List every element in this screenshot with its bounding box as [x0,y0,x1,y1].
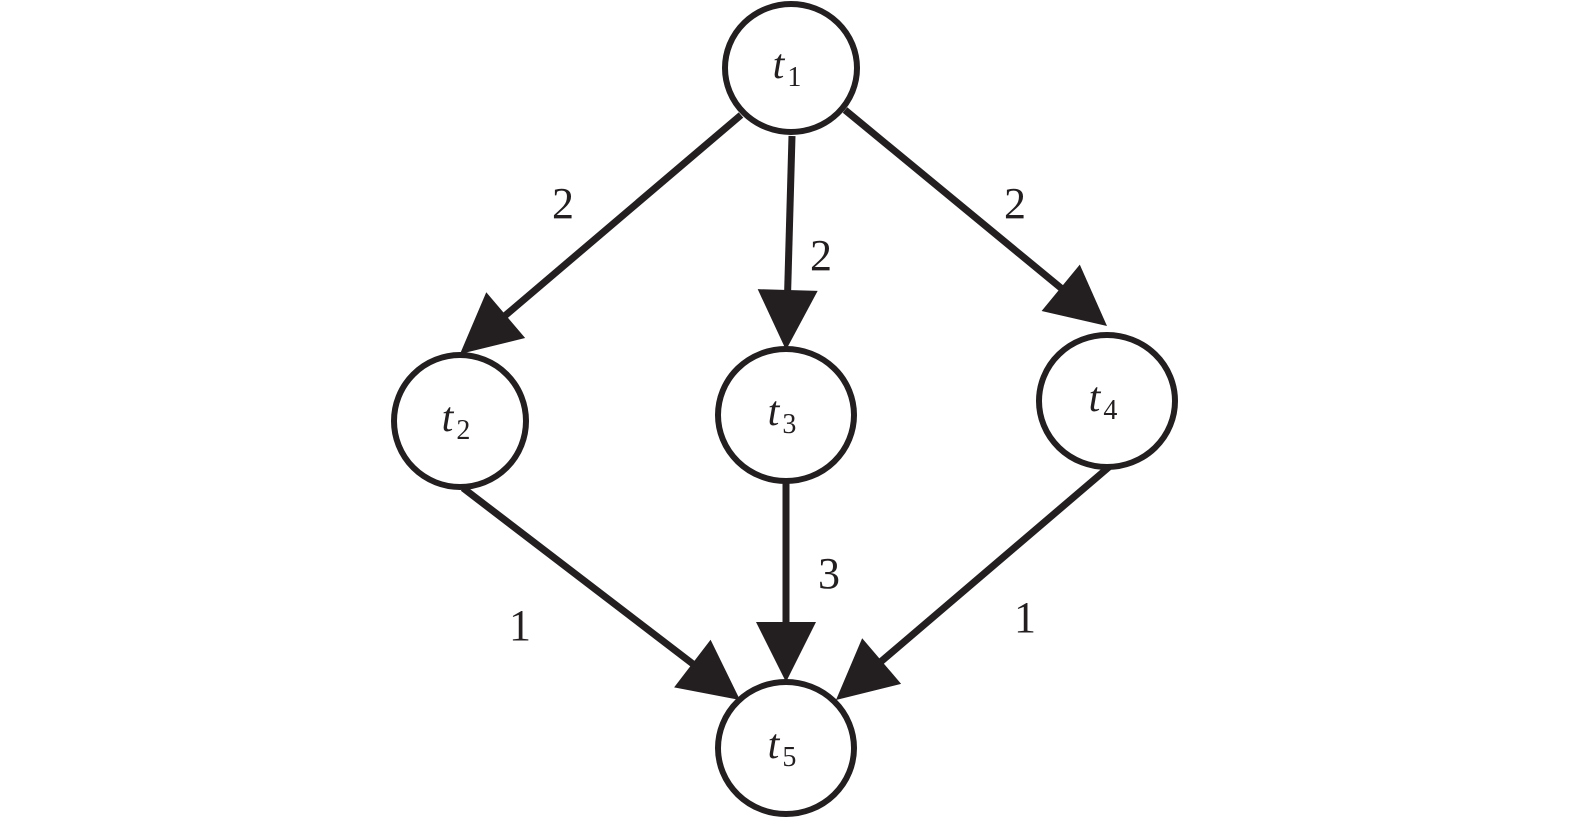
edge-line-t1-t3 [784,135,796,293]
edge-t3-t5 [756,482,816,682]
edge-weight-t1-t2: 2 [552,179,574,228]
edge-t1-t2 [460,112,744,354]
weights-layer: 2 2 2 1 3 1 [509,179,1036,650]
edge-weight-t2-t5: 1 [509,601,531,650]
node-circle-t1 [722,1,860,135]
edges-layer [460,107,1112,700]
arrowhead-t3-t5 [756,622,816,682]
node-circle-t3 [715,346,857,484]
arrowhead-t1-t4 [1041,264,1107,326]
arrowhead-t4-t5 [836,638,902,700]
edge-t1-t4 [842,107,1107,326]
node-circle-t4 [1036,332,1178,470]
arrowhead-t2-t5 [674,639,740,700]
edge-weight-t1-t3: 2 [810,231,832,280]
node-circle-t5 [715,679,857,817]
arrowhead-t1-t3 [757,289,818,350]
edge-t4-t5 [836,464,1112,700]
edge-weight-t3-t5: 3 [818,549,840,598]
node-circle-t2 [391,352,529,490]
edge-line-t1-t4 [842,107,1065,292]
edge-line-t4-t5 [877,464,1112,666]
edge-t1-t3 [757,135,818,350]
edge-weight-t1-t4: 2 [1004,179,1026,228]
edge-t2-t5 [460,485,740,700]
edge-line-t1-t2 [501,112,744,320]
edge-weight-t4-t5: 1 [1014,593,1036,642]
edge-line-t2-t5 [460,485,697,668]
arrowhead-t1-t2 [460,292,526,354]
